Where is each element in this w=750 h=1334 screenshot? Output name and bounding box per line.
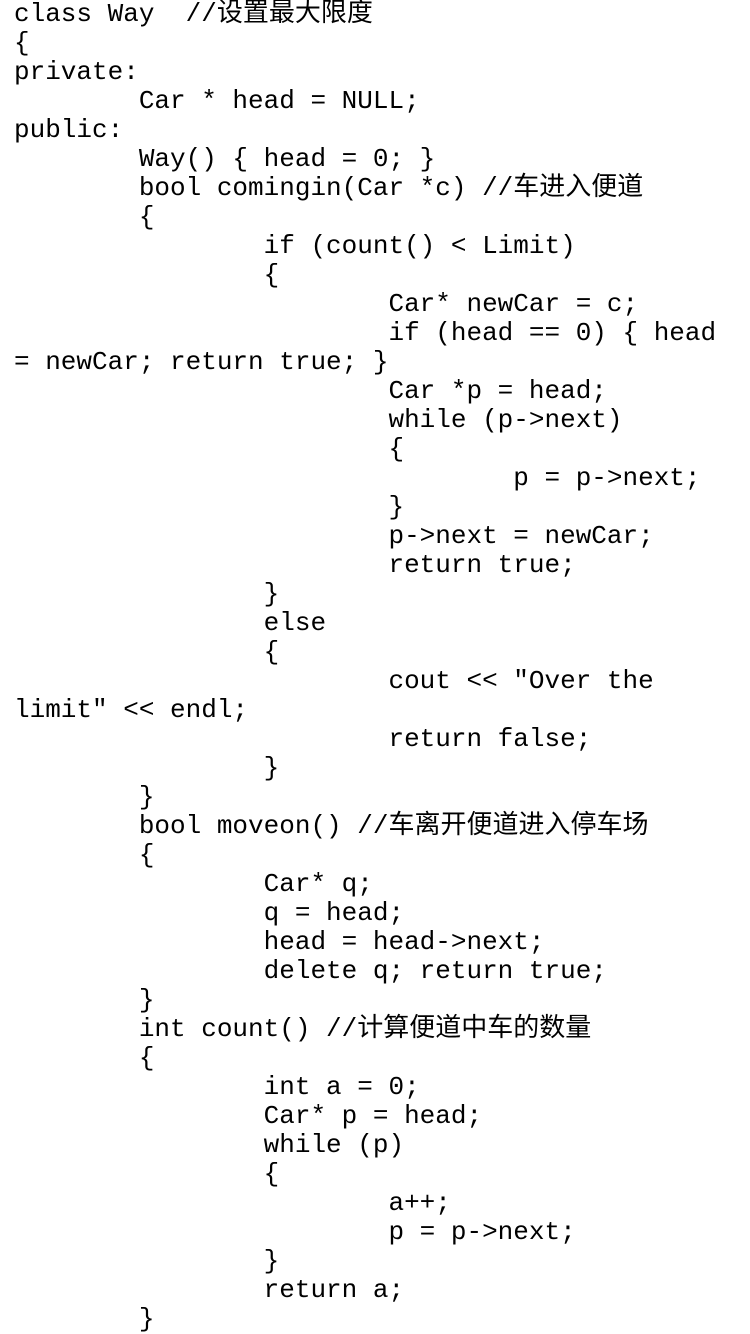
code-line: bool moveon() //车离开便道进入停车场: [14, 811, 649, 841]
code-line: while (p): [14, 1130, 405, 1160]
code-line: return true;: [14, 550, 576, 580]
code-line: Car * head = NULL;: [14, 86, 420, 116]
code-line: Way() { head = 0; }: [14, 144, 436, 174]
code-line: {: [14, 28, 30, 58]
code-line: {: [14, 840, 155, 870]
code-line: }: [14, 492, 405, 522]
code-line: }: [14, 782, 155, 812]
code-line: {: [14, 1159, 280, 1189]
code-line: }: [14, 1246, 280, 1276]
code-line: int count() //计算便道中车的数量: [14, 1014, 592, 1044]
code-line: = newCar; return true; }: [14, 347, 389, 377]
code-line: p = p->next;: [14, 463, 701, 493]
code-line: if (head == 0) { head: [14, 318, 717, 348]
code-line: {: [14, 260, 280, 290]
code-line: a++;: [14, 1188, 451, 1218]
code-line: Car *p = head;: [14, 376, 607, 406]
code-line: return a;: [14, 1275, 405, 1305]
code-line: }: [14, 985, 155, 1015]
code-line: {: [14, 202, 155, 232]
code-line: }: [14, 753, 280, 783]
code-line: {: [14, 434, 405, 464]
code-line: if (count() < Limit): [14, 231, 576, 261]
code-line: public:: [14, 115, 124, 145]
code-line: head = head->next;: [14, 927, 545, 957]
code-line: int a = 0;: [14, 1072, 420, 1102]
code-line: return false;: [14, 724, 592, 754]
code-line: Car* newCar = c;: [14, 289, 639, 319]
code-line: q = head;: [14, 898, 405, 928]
code-line: else: [14, 608, 327, 638]
code-line: cout << "Over the: [14, 666, 654, 696]
code-line: Car* q;: [14, 869, 373, 899]
code-line: {: [14, 637, 280, 667]
code-line: delete q; return true;: [14, 956, 607, 986]
code-line: p->next = newCar;: [14, 521, 654, 551]
code-line: Car* p = head;: [14, 1101, 483, 1131]
code-line: {: [14, 1043, 155, 1073]
code-line: }: [14, 1304, 155, 1334]
code-line: bool comingin(Car *c) //车进入便道: [14, 173, 644, 203]
code-line: class Way //设置最大限度: [14, 0, 373, 29]
code-line: limit" << endl;: [14, 695, 249, 725]
code-line: p = p->next;: [14, 1217, 576, 1247]
code-line: while (p->next): [14, 405, 623, 435]
code-line: }: [14, 579, 280, 609]
code-line: private:: [14, 57, 139, 87]
